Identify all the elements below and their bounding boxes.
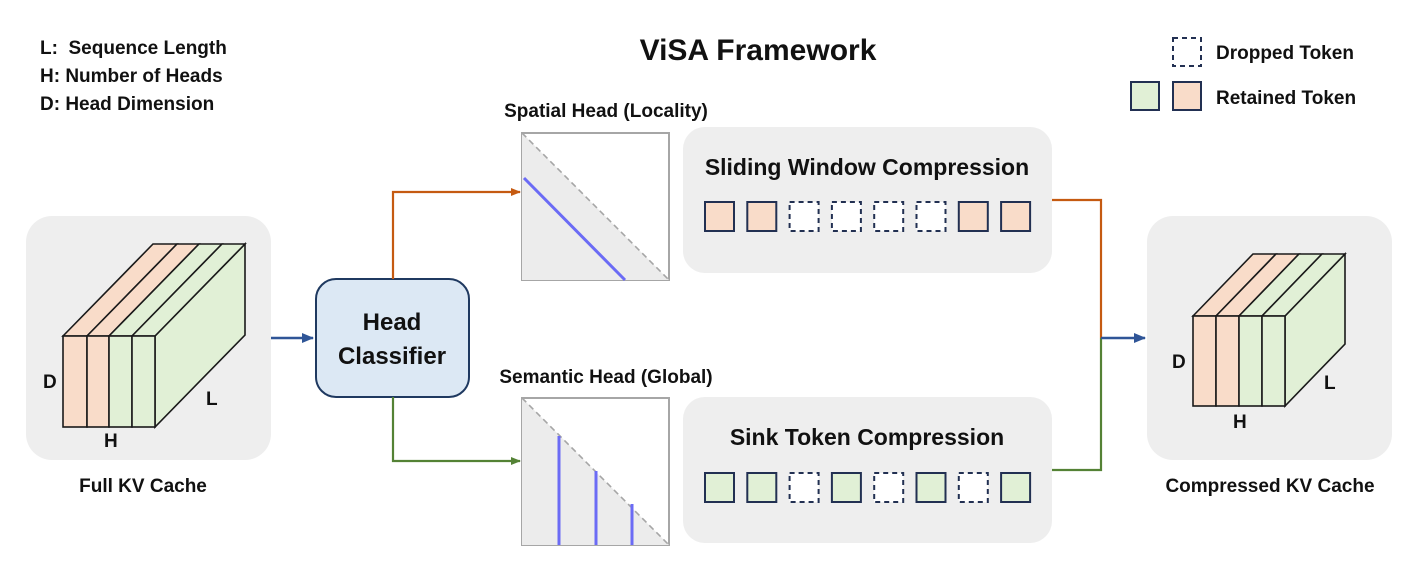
compressed-kv-dim-h: H xyxy=(1233,412,1247,433)
compressed-kv-dim-l: L xyxy=(1324,373,1336,394)
token-retained-orange xyxy=(746,201,778,232)
notation-h: H: Number of Heads xyxy=(40,66,223,87)
sink-token-panel xyxy=(683,397,1052,543)
compressed-kv-dim-d: D xyxy=(1172,352,1186,373)
full-kv-dim-l: L xyxy=(206,389,218,410)
token-retained-orange xyxy=(957,201,989,232)
sliding-window-compression: Sliding Window Compression xyxy=(683,127,1052,273)
semantic-head-label: Semantic Head (Global) xyxy=(499,367,712,388)
compressed-kv-cube xyxy=(1191,252,1347,408)
token-dropped xyxy=(957,472,989,503)
token-dropped xyxy=(915,201,947,232)
arrow-to-semantic-head xyxy=(391,397,521,465)
compressed-kv-cache: D H L Compressed KV Cache xyxy=(1147,216,1392,497)
token-dropped xyxy=(873,472,905,503)
legend-retained-green-swatch xyxy=(1130,81,1160,111)
token-retained-green xyxy=(704,472,735,503)
legend-dropped-label: Dropped Token xyxy=(1216,43,1354,64)
compressed-kv-label: Compressed KV Cache xyxy=(1165,476,1374,497)
semantic-head: Semantic Head (Global) xyxy=(499,367,713,546)
connector-sink-to-output xyxy=(1052,338,1103,472)
sliding-window-label: Sliding Window Compression xyxy=(705,154,1029,180)
legend: Dropped Token Retained Token xyxy=(1130,37,1356,111)
notation-list: L: Sequence Length H: Number of Heads D:… xyxy=(40,38,227,115)
token-dropped xyxy=(873,201,905,232)
notation-l: L: Sequence Length xyxy=(40,38,227,59)
legend-retained-orange-swatch xyxy=(1172,81,1202,111)
token-dropped xyxy=(788,472,820,503)
token-dropped xyxy=(788,201,820,232)
notation-d: D: Head Dimension xyxy=(40,94,214,115)
head-classifier-line2: Classifier xyxy=(338,343,446,370)
legend-retained-label: Retained Token xyxy=(1216,88,1356,109)
full-kv-label: Full KV Cache xyxy=(79,476,207,497)
full-kv-dim-d: D xyxy=(43,372,57,393)
connector-sliding-to-output xyxy=(1052,198,1103,338)
arrow-to-spatial-head xyxy=(391,188,521,279)
spatial-window-band xyxy=(522,176,627,282)
token-retained-orange xyxy=(704,201,735,232)
head-classifier-line1: Head xyxy=(363,309,422,336)
sliding-window-panel xyxy=(683,127,1052,273)
sink-token-label: Sink Token Compression xyxy=(730,424,1004,450)
head-classifier: Head Classifier xyxy=(315,278,470,398)
full-kv-cache: D H L Full KV Cache xyxy=(26,216,271,497)
full-kv-cube xyxy=(61,242,247,429)
sliding-window-tokens xyxy=(704,201,1032,232)
sink-token-compression: Sink Token Compression xyxy=(683,397,1052,543)
token-retained-green xyxy=(915,472,947,503)
head-classifier-box xyxy=(315,278,470,398)
full-kv-dim-h: H xyxy=(104,431,118,452)
token-retained-green xyxy=(1000,472,1032,503)
token-retained-green xyxy=(830,472,862,503)
spatial-head-label: Spatial Head (Locality) xyxy=(504,101,708,122)
token-retained-orange xyxy=(1000,201,1032,232)
diagram-title: ViSA Framework xyxy=(640,34,877,67)
token-retained-green xyxy=(746,472,778,503)
spatial-head: Spatial Head (Locality) xyxy=(504,101,708,282)
legend-dropped-swatch xyxy=(1172,37,1202,67)
spatial-diagonal xyxy=(521,132,670,281)
token-dropped xyxy=(830,201,862,232)
sink-token-tokens xyxy=(704,472,1032,503)
